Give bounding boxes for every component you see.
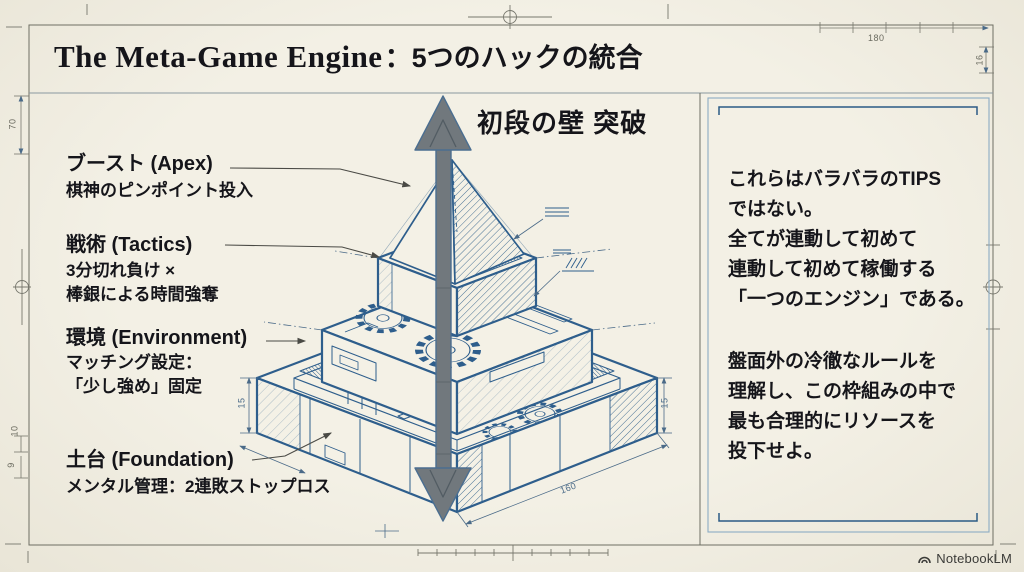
side-panel-frame [707,97,990,533]
title-english: The Meta-Game Engine [54,39,383,74]
up-down-arrow [414,95,472,522]
layer-label-foundation: 土台 (Foundation) [66,449,234,471]
dimension-lines [239,377,672,538]
dim-right-15: 15 [659,397,670,409]
notebooklm-logo-icon [918,556,932,564]
sheet-dim-70: 70 [7,118,18,130]
layer-desc-tactics: 3分切れ負け × 棒銀による時間強奪 [66,261,219,305]
registration-marks [5,4,1016,563]
brand-label: NotebookLM [936,551,1012,566]
title-japanese: ：5つのハックの統合 [384,43,643,73]
layer-label-environment: 環境 (Environment) [66,327,248,349]
page-title: The Meta-Game Engine ：5つのハックの統合 [54,36,643,75]
side-panel-paragraph-2: 盤面外の冷徹なルールを 理解し、この枠組みの中で 最も合理的にリソースを 投下せ… [728,351,957,462]
sheet-dim-10: 10 [9,425,20,437]
sheet-dim-16: 16 [974,54,985,66]
layer-desc-foundation: メンタル管理：2連敗ストップロス [66,477,331,496]
sheet-dim-180: 180 [868,33,885,43]
leader-lines [224,167,412,461]
layer-label-apex: ブースト (Apex) [66,153,213,175]
sheet-dimension-marks [14,22,994,479]
layer-label-tactics: 戦術 (Tactics) [66,234,193,256]
sheet-frame [28,24,994,546]
notebooklm-brand: NotebookLM [917,551,1012,566]
dim-left-15: 15 [236,397,247,409]
layer-desc-environment: マッチング設定： 「少し強め」固定 [66,353,202,397]
arrow-label: 初段の壁 突破 [477,108,648,138]
hatch-callouts [513,207,594,297]
side-panel-paragraph-1: これらはバラバラのTIPS ではない。 全てが連動して初めて 連動して初めて稼働… [728,169,975,310]
layer-desc-apex: 棋神のピンポイント投入 [66,181,253,200]
sheet-dim-9: 9 [5,462,16,468]
